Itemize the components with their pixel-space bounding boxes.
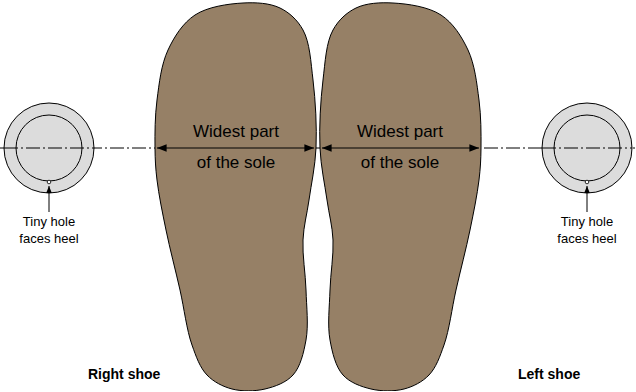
sole-shape: Widest part of the sole xyxy=(153,1,319,391)
dimension-label: Widest part of the sole xyxy=(188,117,284,178)
callout-note: Tiny hole faces heel xyxy=(549,214,625,248)
sole-outline xyxy=(317,1,483,391)
shoe-caption: Right shoe xyxy=(88,366,160,382)
right-disc xyxy=(4,103,94,212)
dimension-arrow xyxy=(157,147,314,148)
shoe-caption: Left shoe xyxy=(518,366,580,382)
dimension-arrow xyxy=(322,147,479,148)
dimension-label: Widest part of the sole xyxy=(352,117,448,178)
sole-shape: Widest part of the sole xyxy=(317,1,483,391)
left-disc xyxy=(542,103,632,212)
center-line xyxy=(0,148,636,149)
sole-outline xyxy=(153,1,319,391)
callout-note: Tiny hole faces heel xyxy=(11,214,87,248)
